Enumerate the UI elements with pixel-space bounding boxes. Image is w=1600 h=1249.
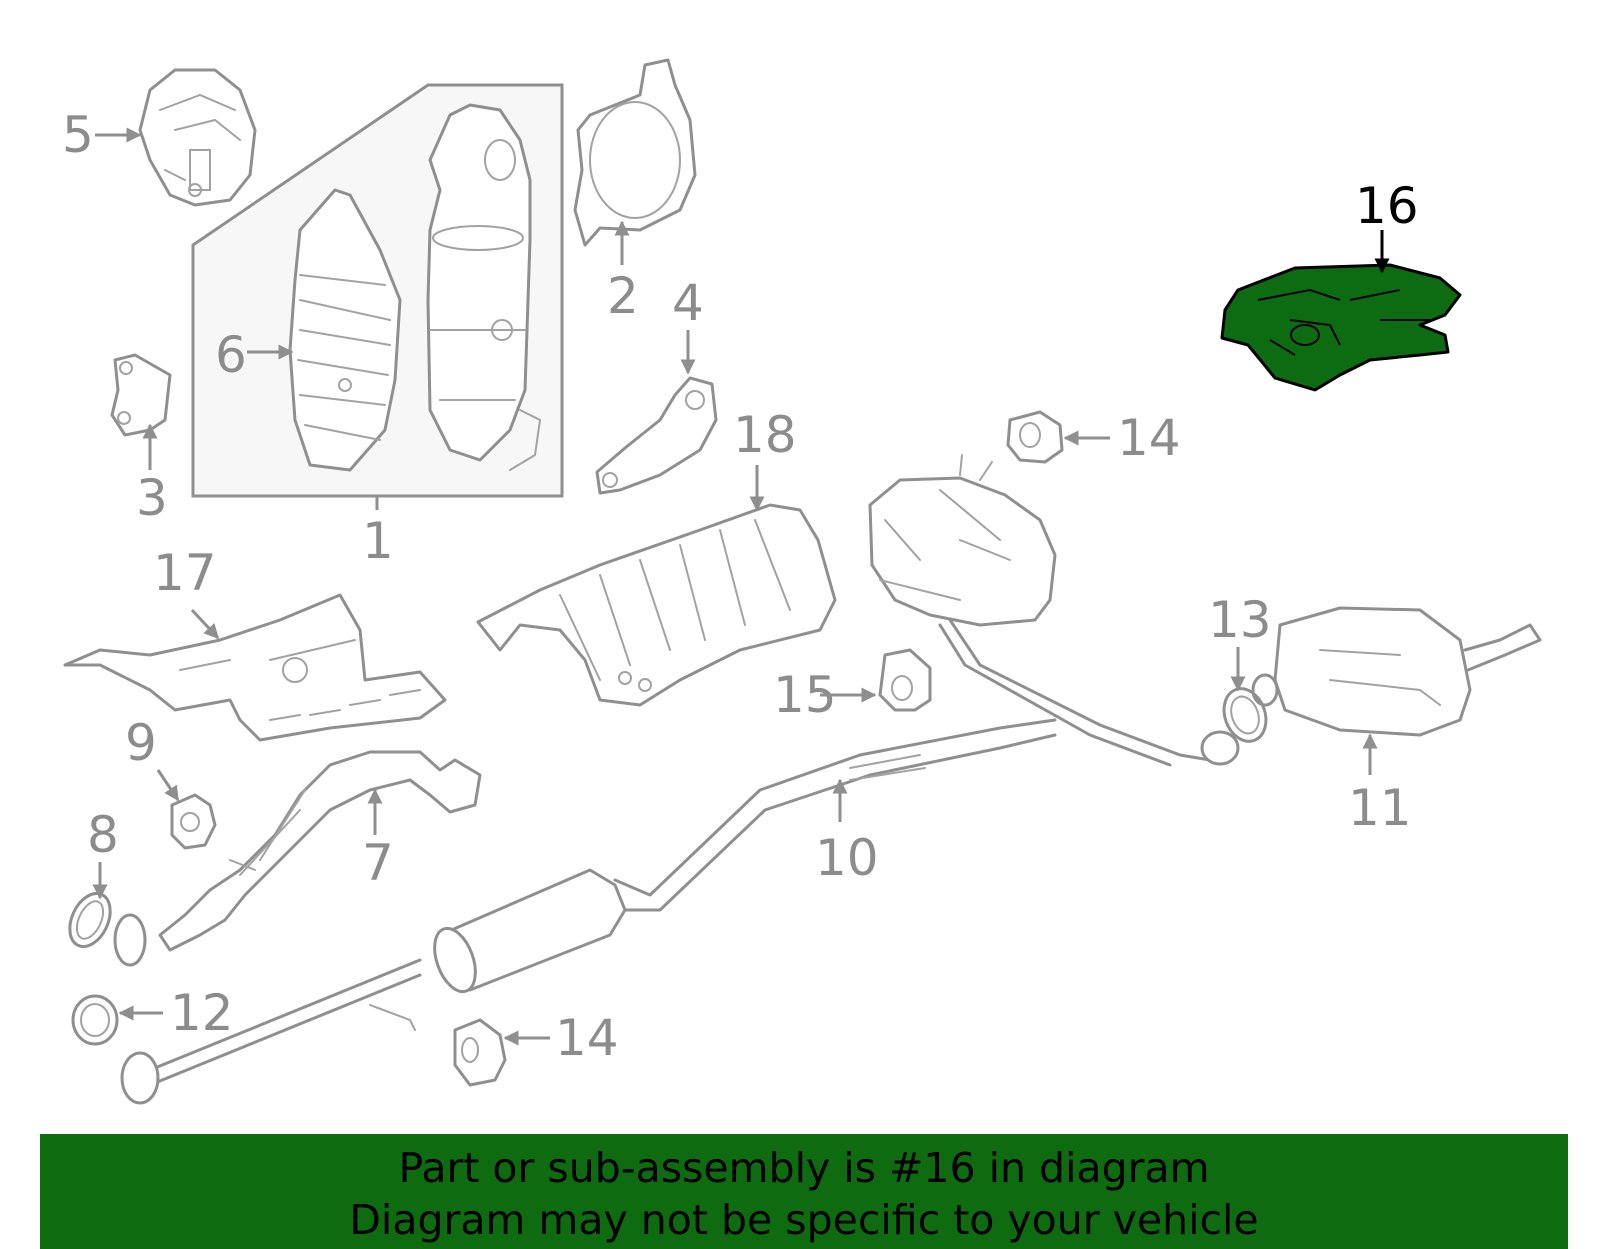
exhaust-silencer-upper[interactable] xyxy=(868,454,1240,767)
callout-15: 15 xyxy=(773,666,837,724)
callout-13: 13 xyxy=(1208,591,1272,649)
part-17-heat-shield[interactable] xyxy=(63,593,447,742)
callout-14-lower: 14 xyxy=(555,1009,619,1067)
callout-1: 1 xyxy=(362,512,394,570)
callout-4: 4 xyxy=(672,274,704,332)
callout-9: 9 xyxy=(125,714,157,772)
part-4-bracket[interactable] xyxy=(595,376,718,495)
callout-7: 7 xyxy=(362,834,394,892)
callout-18: 18 xyxy=(733,406,797,464)
part-2-gasket[interactable] xyxy=(573,58,697,247)
callout-2: 2 xyxy=(607,267,639,325)
part-10-middle-pipe[interactable] xyxy=(120,718,1057,1105)
callout-8: 8 xyxy=(87,806,119,864)
callout-11: 11 xyxy=(1348,779,1412,837)
callout-labels: 5 6 3 1 2 4 18 14 15 13 11 10 7 17 9 8 1… xyxy=(62,106,1419,1067)
part-14-upper-mount[interactable] xyxy=(1006,410,1064,464)
callout-leaders xyxy=(92,127,1390,1046)
callout-16: 16 xyxy=(1355,177,1419,235)
part-11-rear-muffler[interactable] xyxy=(1251,606,1542,737)
part-5-heat-cover[interactable] xyxy=(138,68,257,207)
part-18-heat-shield[interactable] xyxy=(476,503,837,707)
part-16-heat-shield-highlighted[interactable] xyxy=(1220,263,1462,392)
callout-17: 17 xyxy=(153,544,217,602)
part-1-catalytic-converter[interactable] xyxy=(426,103,542,471)
banner-line-2: Diagram may not be specific to your vehi… xyxy=(349,1196,1259,1244)
part-9-rubber-mount[interactable] xyxy=(170,793,217,850)
callout-10: 10 xyxy=(815,829,879,887)
callout-14-upper: 14 xyxy=(1117,409,1181,467)
part-15-mount[interactable] xyxy=(878,648,932,712)
banner-line-1: Part or sub-assembly is #16 in diagram xyxy=(398,1144,1210,1192)
part-3-bracket[interactable] xyxy=(110,353,172,437)
callout-3: 3 xyxy=(136,469,168,527)
callout-5: 5 xyxy=(62,106,94,164)
info-banner: Part or sub-assembly is #16 in diagram D… xyxy=(40,1134,1568,1249)
part-14-lower-mount[interactable] xyxy=(453,1018,507,1087)
part-8-gasket[interactable] xyxy=(62,887,118,953)
part-12-gasket[interactable] xyxy=(71,994,119,1046)
part-7-front-pipe[interactable] xyxy=(113,750,482,967)
callout-6: 6 xyxy=(215,326,247,384)
callout-12: 12 xyxy=(170,984,234,1042)
